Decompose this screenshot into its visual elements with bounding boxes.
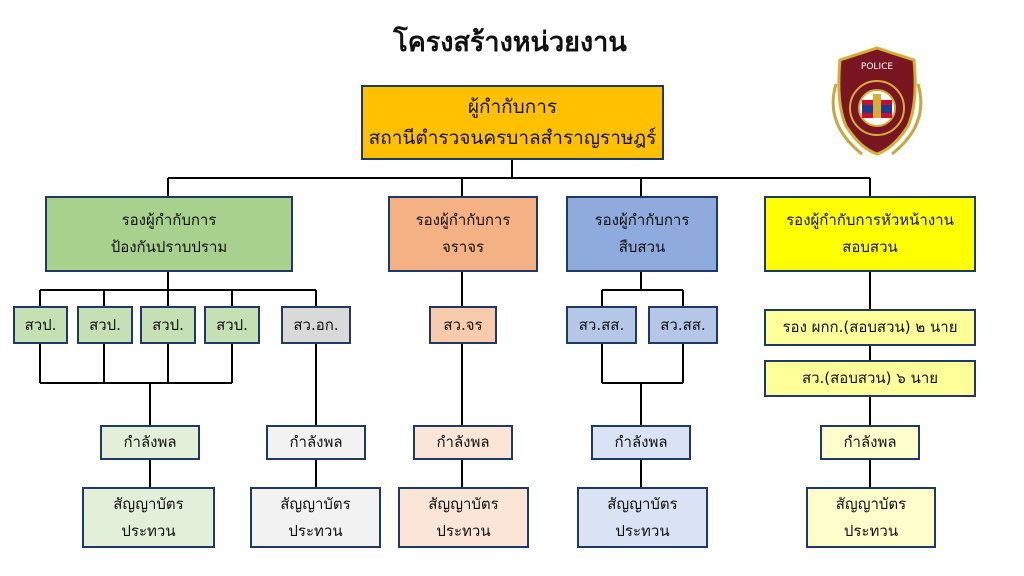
deputy-dept: สืบสวน: [618, 238, 666, 256]
ranks-box-traffic: สัญญาบัตรประทวน: [398, 487, 529, 548]
unit-patrol-4: สวป.: [204, 306, 260, 344]
police-logo: POLICE: [831, 46, 923, 156]
unit-admin: สว.อก.: [281, 306, 351, 344]
staff-box-investigation: กำลังพล: [591, 425, 691, 460]
commissioned-label: สัญญาบัตร: [428, 494, 499, 513]
deputy-traffic-box: รองผู้กำกับการ จราจร: [388, 196, 538, 272]
staff-box-patrol: กำลังพล: [100, 425, 200, 460]
deputy-title: รองผู้กำกับการ: [415, 211, 511, 229]
ranks-box-patrol: สัญญาบัตรประทวน: [82, 487, 215, 548]
commissioned-label: สัญญาบัตร: [280, 494, 351, 513]
deputy-dept: จราจร: [441, 238, 485, 256]
noncommissioned-label: ประทวน: [615, 521, 670, 540]
deputy-title: รองผู้กำกับการหัวหน้างาน: [786, 211, 954, 229]
deputy-patrol-box: รองผู้กำกับการ ป้องกันปราบปราม: [45, 196, 293, 272]
commissioned-label: สัญญาบัตร: [113, 494, 184, 513]
deputy-inquiry-box: รองผู้กำกับการหัวหน้างาน สอบสวน: [764, 196, 976, 272]
noncommissioned-label: ประทวน: [843, 521, 899, 540]
station-name: สถานีตำรวจนครบาลสำราญราษฎร์: [368, 126, 657, 149]
deputy-title: รองผู้กำกับการ: [121, 211, 217, 229]
page-title: โครงสร้างหน่วยงาน: [393, 27, 627, 58]
deputy-title: รองผู้กำกับการ: [594, 211, 690, 229]
unit-patrol-1: สวป.: [13, 306, 68, 344]
staff-box-inquiry: กำลังพล: [820, 425, 920, 460]
commander-box: ผู้กำกับการ สถานีตำรวจนครบาลสำราญราษฎร์: [361, 85, 664, 160]
staff-box-admin: กำลังพล: [266, 425, 366, 460]
unit-inquiry-deputy: รอง ผกก.(สอบสวน) ๒ นาย: [764, 309, 976, 346]
svg-text:POLICE: POLICE: [861, 62, 893, 72]
ranks-box-investigation: สัญญาบัตรประทวน: [577, 487, 708, 548]
noncommissioned-label: ประทวน: [288, 521, 343, 540]
noncommissioned-label: ประทวน: [121, 521, 176, 540]
deputy-dept: สอบสวน: [842, 238, 898, 256]
ranks-box-admin: สัญญาบัตรประทวน: [250, 487, 381, 548]
deputy-dept: ป้องกันปราบปราม: [110, 238, 228, 256]
unit-inquiry-inspector: สว.(สอบสวน) ๖ นาย: [764, 360, 976, 397]
unit-investigation-1: สว.สส.: [566, 306, 637, 344]
unit-investigation-2: สว.สส.: [648, 306, 718, 344]
deputy-investigation-box: รองผู้กำกับการ สืบสวน: [566, 196, 718, 272]
commissioned-label: สัญญาบัตร: [835, 494, 907, 513]
commissioned-label: สัญญาบัตร: [607, 494, 678, 513]
unit-patrol-3: สวป.: [140, 306, 196, 344]
noncommissioned-label: ประทวน: [436, 521, 491, 540]
unit-traffic: สว.จร: [429, 306, 497, 344]
unit-patrol-2: สวป.: [77, 306, 133, 344]
ranks-box-inquiry: สัญญาบัตรประทวน: [806, 487, 936, 548]
staff-box-traffic: กำลังพล: [413, 425, 513, 460]
commander-title: ผู้กำกับการ: [467, 96, 558, 119]
